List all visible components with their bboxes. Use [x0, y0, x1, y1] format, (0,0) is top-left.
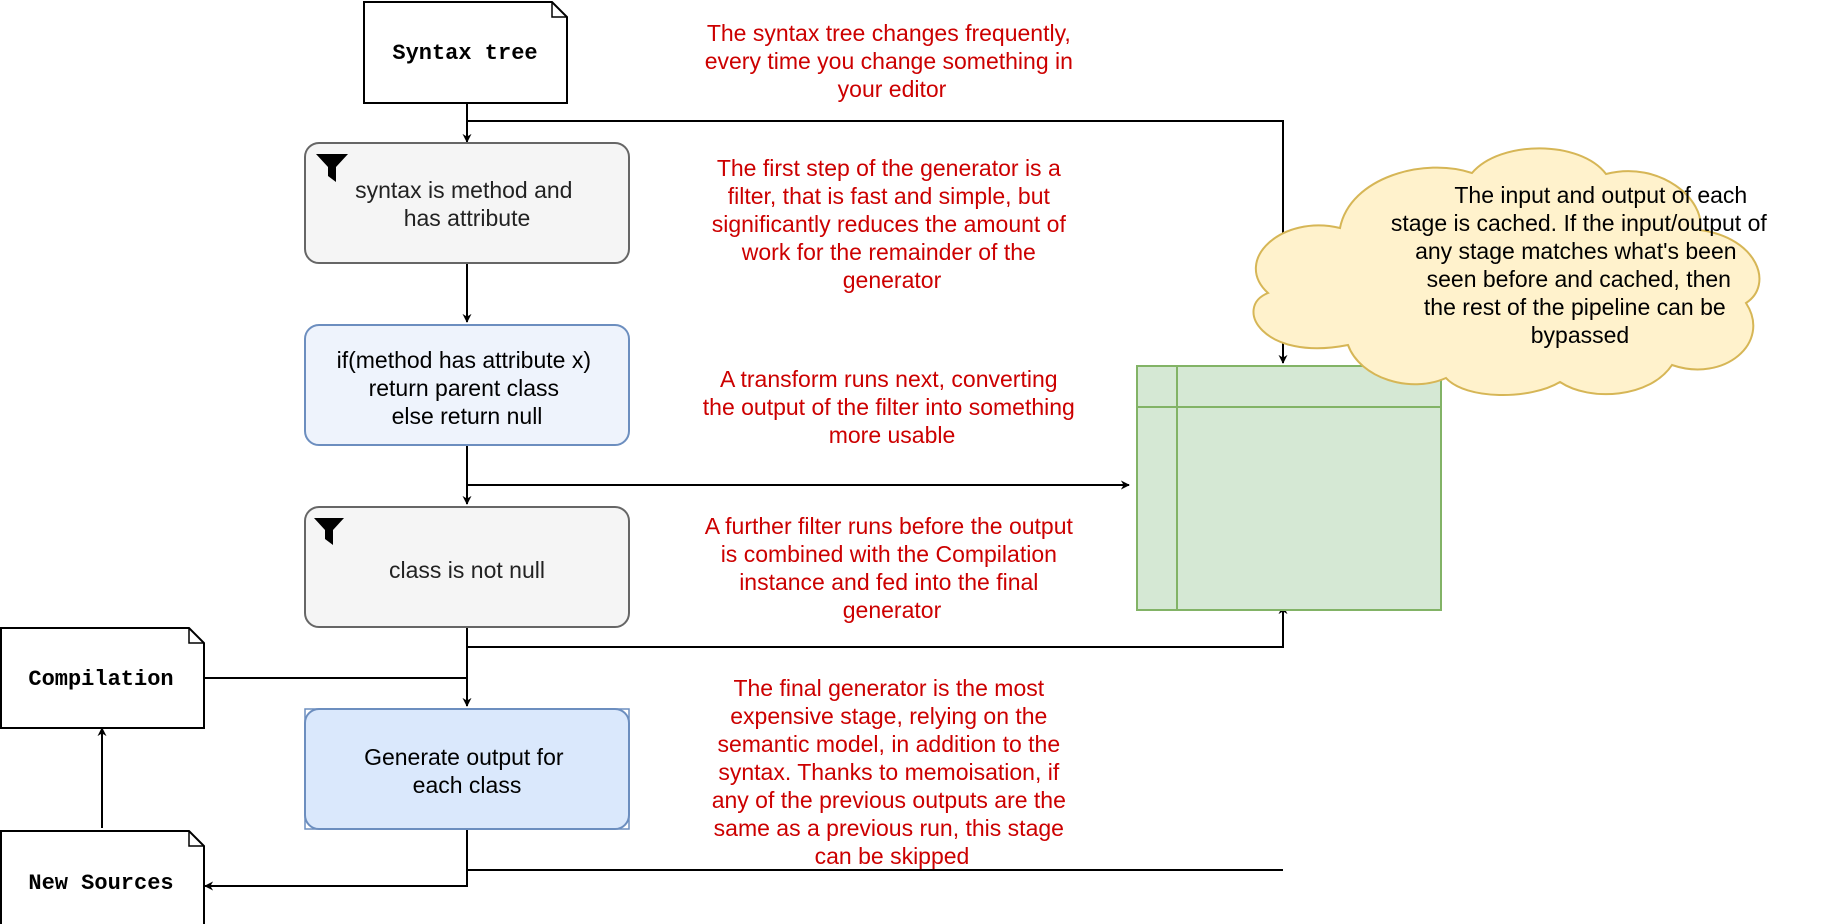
step-generate: Generate output for each class	[304, 708, 630, 830]
step-transform-text: if(method has attribute x) return parent…	[337, 347, 598, 429]
step-generate-text: Generate output for each class	[364, 744, 570, 798]
note-syntax-tree: The syntax tree changes frequently, ever…	[705, 20, 1080, 102]
note-transform: A transform runs next, converting the ou…	[703, 366, 1081, 448]
cache-cloud: The input and output of each stage is ca…	[1252, 147, 1773, 396]
doc-syntax-tree: Syntax tree	[363, 1, 568, 104]
note-first-filter: The first step of the generator is a fil…	[712, 155, 1073, 293]
edge-generate-to-new-sources	[204, 828, 468, 891]
doc-new-sources: New Sources	[0, 830, 205, 924]
doc-compilation-label: Compilation	[28, 667, 173, 692]
step-filter1-text: syntax is method and has attribute	[355, 177, 579, 231]
filter-icon	[314, 518, 344, 545]
step-filter1: syntax is method and has attribute	[304, 142, 630, 264]
step-transform: if(method has attribute x) return parent…	[304, 324, 630, 446]
filter-icon	[316, 154, 348, 182]
cache-table	[1136, 365, 1442, 611]
doc-syntax-tree-label: Syntax tree	[392, 41, 537, 66]
doc-compilation: Compilation	[0, 627, 205, 729]
connectors	[97, 103, 1288, 891]
doc-new-sources-label: New Sources	[28, 871, 173, 896]
note-final-generator: The final generator is the most expensiv…	[712, 675, 1073, 869]
cloud-text: The input and output of each stage is ca…	[1391, 182, 1773, 348]
step-filter2: class is not null	[304, 506, 630, 628]
note-second-filter: A further filter runs before the output …	[705, 513, 1080, 623]
edge-filter2-to-cache	[467, 605, 1288, 648]
step-filter2-text: class is not null	[389, 557, 545, 583]
